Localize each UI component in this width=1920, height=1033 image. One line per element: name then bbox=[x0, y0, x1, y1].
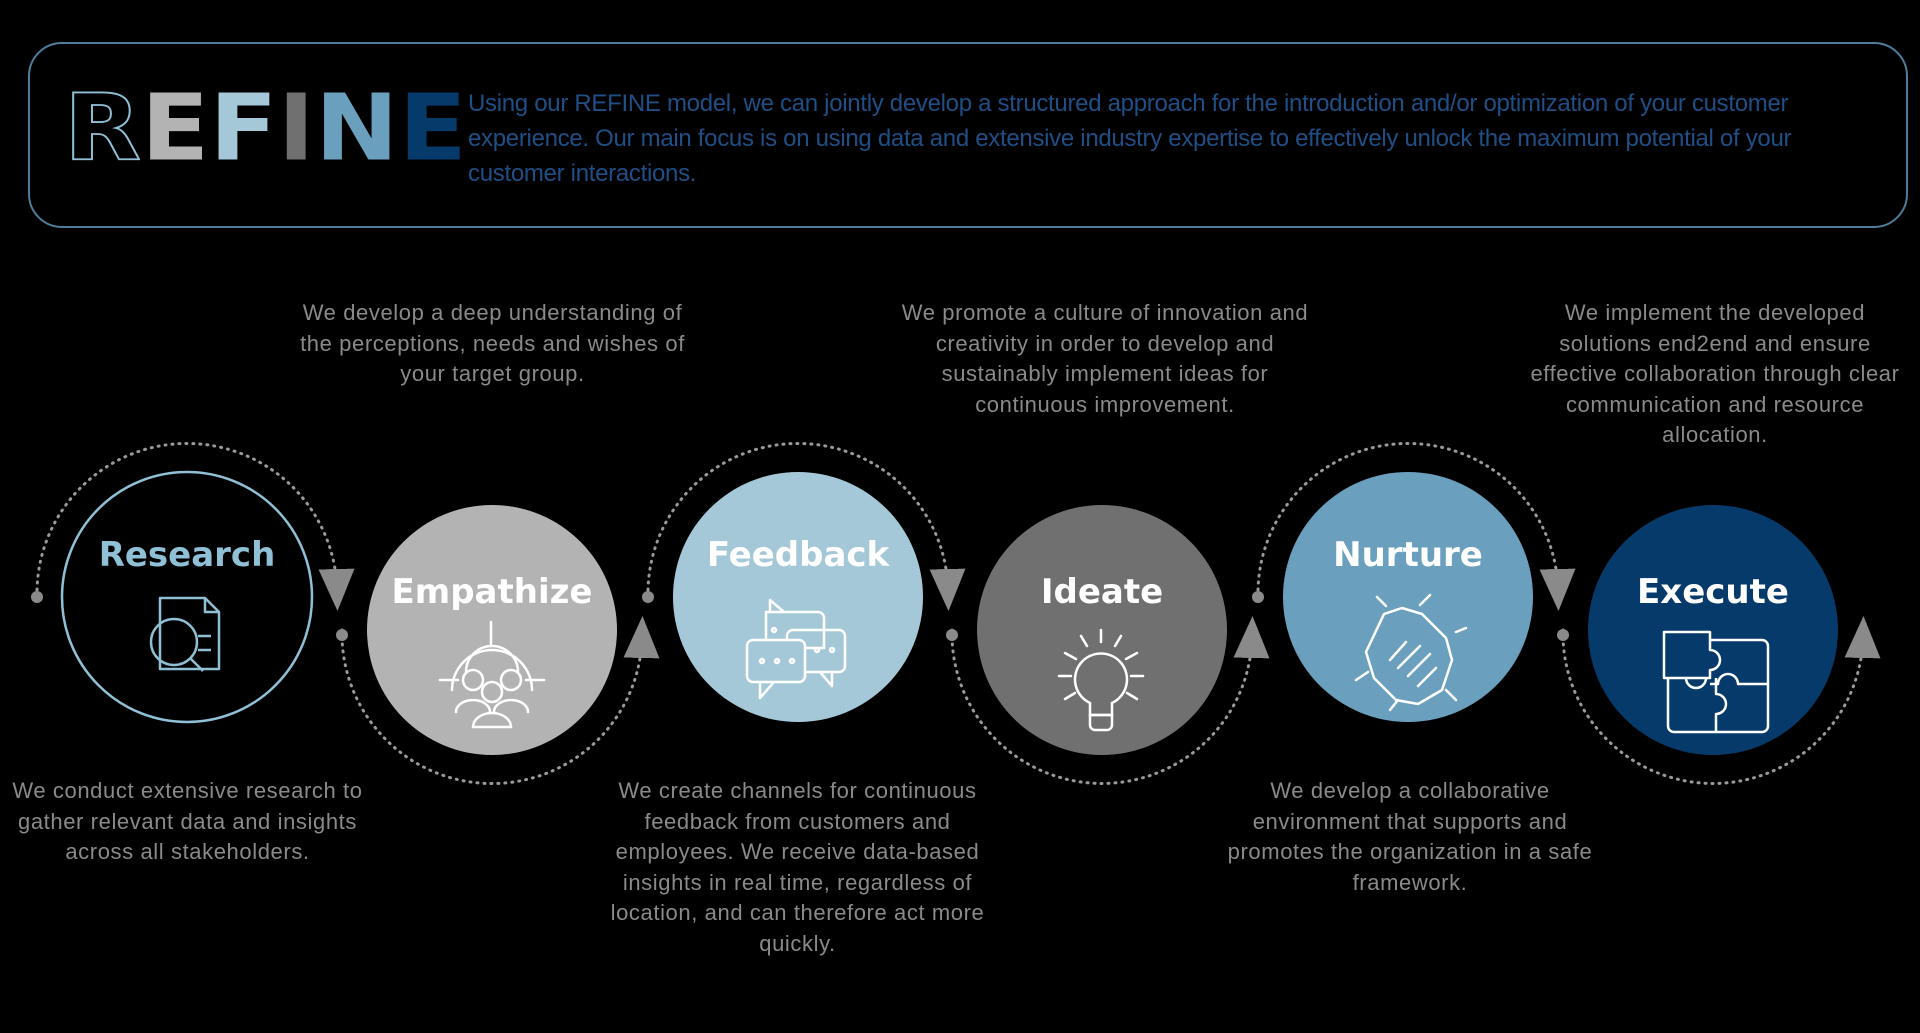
step-title-execute: Execute bbox=[1637, 572, 1789, 612]
logo-letter-r: R bbox=[63, 73, 142, 182]
step-title-nurture: Nurture bbox=[1333, 535, 1483, 575]
nurture-circle bbox=[1283, 472, 1533, 722]
connector-arc-empathize bbox=[340, 616, 660, 786]
logo-letter-n: N bbox=[314, 73, 399, 182]
intro-frame bbox=[28, 42, 1908, 228]
step-title-feedback: Feedback bbox=[706, 535, 890, 575]
connector-start-dot bbox=[1557, 629, 1569, 641]
connector-arc-execute bbox=[1561, 616, 1881, 786]
connector-start-dot bbox=[336, 629, 348, 641]
step-description-ideate: We promote a culture of innovation and c… bbox=[901, 300, 1309, 417]
step-description-research: We conduct extensive research to gather … bbox=[12, 778, 363, 864]
step-description-execute: We implement the developed solutions end… bbox=[1530, 300, 1900, 447]
connector-arc-research bbox=[35, 441, 355, 611]
logo-letter-e: E bbox=[141, 73, 209, 182]
step-title-research: Research bbox=[98, 535, 276, 575]
refine-logo: R E F I N E bbox=[63, 73, 467, 182]
step-title-ideate: Ideate bbox=[1040, 572, 1164, 612]
connector-arc-ideate bbox=[950, 616, 1270, 786]
step-description-feedback: We create channels for continuous feedba… bbox=[610, 778, 985, 956]
step-description-nurture: We develop a collaborative environment t… bbox=[1227, 778, 1593, 895]
connector-arc-nurture bbox=[1256, 441, 1576, 611]
step-description-empathize: We develop a deep understanding of the p… bbox=[300, 300, 685, 386]
connector-start-dot bbox=[31, 591, 43, 603]
connector-arc-feedback bbox=[646, 441, 966, 611]
document-search-icon bbox=[149, 596, 221, 672]
feedback-circle bbox=[673, 472, 923, 722]
logo-letter-e2: E bbox=[398, 73, 467, 182]
logo-letter-i: I bbox=[277, 73, 315, 182]
research-circle bbox=[60, 470, 314, 724]
stacked-hands-icon bbox=[1354, 593, 1468, 712]
logo-letter-f: F bbox=[209, 73, 277, 182]
connector-start-dot bbox=[946, 629, 958, 641]
step-title-empathize: Empathize bbox=[391, 572, 593, 612]
puzzle-icon bbox=[1662, 630, 1770, 734]
execute-circle bbox=[1588, 505, 1838, 755]
target-group-icon bbox=[438, 620, 546, 729]
lightbulb-icon bbox=[1057, 628, 1145, 732]
connector-start-dot bbox=[642, 591, 654, 603]
connector-start-dot bbox=[1252, 591, 1264, 603]
chat-bubbles-icon bbox=[745, 598, 847, 700]
intro-text: Using our REFINE model, we can jointly d… bbox=[468, 90, 1792, 187]
